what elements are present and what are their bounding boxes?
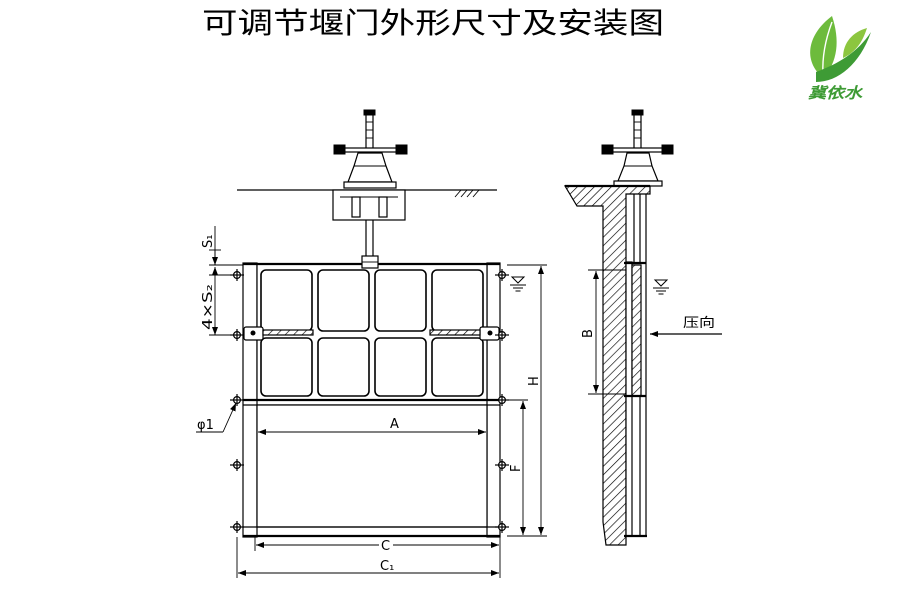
concrete-slab-and-wall [563, 185, 651, 546]
side-handwheel-bar [611, 147, 664, 153]
side-gate-frame [625, 261, 633, 537]
leaf-panels [260, 269, 484, 397]
dimension-phi1: φ1 [196, 402, 237, 433]
left-clamp [243, 326, 314, 341]
dimension-s1: S₁ [201, 226, 243, 266]
dim-c1-label: C₁ [380, 559, 394, 574]
side-handwheel-end-left [601, 144, 614, 155]
front-handwheel-end-right [395, 144, 408, 155]
dim-a-label: A [390, 417, 399, 432]
right-clamp [429, 326, 500, 341]
front-hoist [333, 109, 408, 189]
front-screw-rod [365, 113, 374, 151]
front-base-box [332, 189, 406, 221]
side-rod-cap [631, 109, 644, 116]
dimension-a: A [258, 417, 486, 435]
dimension-c1: C₁ [236, 537, 499, 578]
pressure-direction: 压向 [650, 315, 722, 337]
leaf-panel [374, 337, 427, 397]
front-handwheel-icon [333, 144, 408, 155]
leaf-panel [431, 337, 484, 397]
leaf-panel [260, 337, 313, 397]
bolt-left-3 [229, 393, 245, 407]
side-view: B 压向 [563, 109, 722, 546]
front-ground-hatch [454, 189, 480, 198]
dim-s1-label: S₁ [201, 235, 216, 248]
side-handwheel-icon [601, 144, 674, 155]
phi1-label: φ1 [197, 418, 214, 433]
pressure-direction-label: 压向 [683, 315, 715, 331]
front-base-inner-left [351, 196, 361, 218]
front-housing-plate [343, 181, 397, 189]
leaf-panel [317, 337, 370, 397]
side-hoist [601, 109, 674, 187]
ground-hatch-mark [460, 189, 468, 198]
bolt-left-4 [229, 458, 245, 472]
front-handwheel-end-left [333, 144, 346, 155]
dim-c-label: C [381, 539, 390, 554]
logo-swoosh-icon [816, 32, 871, 82]
dim-b-label: B [581, 329, 596, 338]
side-screw-rod [633, 113, 642, 151]
dimension-f: F [507, 399, 528, 535]
front-water-level-icon [509, 276, 527, 292]
front-hoist-housing [347, 152, 393, 183]
dimension-c: C [254, 537, 501, 578]
right-clamp-pin [487, 330, 493, 336]
dim-f-label: F [509, 465, 524, 472]
dimension-b: B [581, 269, 626, 395]
logo-small-leaf-icon [843, 28, 867, 58]
front-handwheel-bar [343, 147, 398, 153]
fixed-lower-plate [256, 404, 488, 528]
left-clamp-bar [262, 329, 314, 336]
front-view: S₁ 4×S₂ φ1 A C [196, 109, 547, 578]
bolt-left-1 [229, 268, 245, 282]
dim-s2-label: 4×S₂ [201, 284, 216, 330]
side-water-level-icon [652, 279, 670, 295]
phi1-leader [222, 402, 237, 433]
side-hoist-housing [617, 152, 659, 182]
dim-h-label: H [527, 376, 542, 386]
side-adjustable-leaf [631, 264, 642, 397]
company-logo: 冀依水 [808, 16, 871, 102]
dimension-h: H [507, 264, 547, 537]
page-title: 可调节堰门外形尺寸及安装图 [202, 6, 664, 40]
leaf-panel [431, 269, 484, 332]
side-handwheel-end-right [661, 144, 674, 155]
leaf-panel [374, 269, 427, 332]
bolt-left-2 [229, 328, 245, 342]
ground-hatch-mark [454, 189, 462, 198]
dim-c-label-bg [379, 538, 393, 552]
front-base-frame [332, 189, 406, 221]
logo-leaf-icon [810, 16, 837, 78]
ground-hatch-mark [466, 189, 474, 198]
front-rod-cap [363, 109, 376, 116]
logo-text: 冀依水 [808, 84, 863, 102]
ground-hatch-mark [472, 189, 480, 198]
front-base-inner-right [378, 196, 388, 218]
bolt-left-5 [229, 520, 245, 534]
leaf-panel [317, 269, 370, 332]
right-clamp-bar [429, 329, 481, 336]
leaf-panel [260, 269, 313, 332]
dimension-4xs2: 4×S₂ [201, 267, 230, 336]
left-clamp-pin [250, 330, 256, 336]
